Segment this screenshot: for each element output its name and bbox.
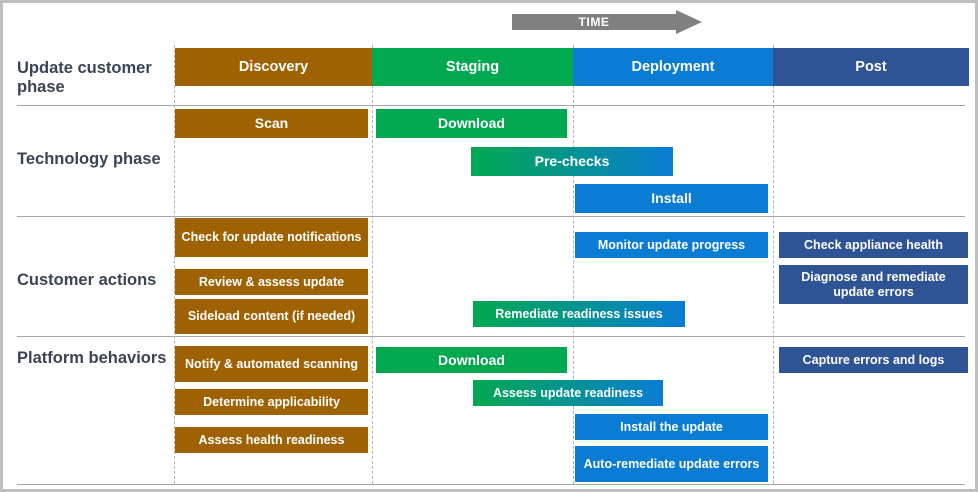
bar-notify-automated-scanning[interactable]: Notify & automated scanning [175, 346, 368, 382]
bar-scan[interactable]: Scan [175, 109, 368, 138]
bar-install[interactable]: Install [575, 184, 768, 213]
phase-header-post[interactable]: Post [773, 48, 969, 86]
row-divider-1 [17, 105, 965, 106]
bar-auto-remediate-update-errors[interactable]: Auto-remediate update errors [575, 446, 768, 482]
bar-review-assess-update[interactable]: Review & assess update [175, 269, 368, 295]
bar-capture-errors-and-logs[interactable]: Capture errors and logs [779, 347, 968, 373]
bar-pre-checks[interactable]: Pre-checks [471, 147, 673, 176]
column-separator-discovery-staging [372, 45, 373, 484]
bar-install-the-update[interactable]: Install the update [575, 414, 768, 440]
bar-monitor-update-progress[interactable]: Monitor update progress [575, 232, 768, 258]
row-divider-2 [17, 216, 965, 217]
time-label: TIME [578, 15, 610, 29]
row-divider-3 [17, 336, 965, 337]
bar-assess-health-readiness[interactable]: Assess health readiness [175, 427, 368, 453]
bar-sideload-content[interactable]: Sideload content (if needed) [175, 299, 368, 334]
column-separator-staging-deployment [573, 45, 574, 484]
phase-header-staging[interactable]: Staging [372, 48, 573, 86]
bar-remediate-readiness-issues[interactable]: Remediate readiness issues [473, 301, 685, 327]
row-label-customer-actions: Customer actions [17, 271, 157, 289]
column-separator-left [174, 45, 175, 484]
row-label-platform-behaviors: Platform behaviors [17, 349, 167, 367]
row-divider-4 [17, 484, 965, 485]
phase-header-discovery[interactable]: Discovery [175, 48, 372, 86]
bar-download[interactable]: Download [376, 109, 567, 138]
row-label-technology-phase: Technology phase [17, 150, 161, 168]
bar-diagnose-and-remediate-update-errors[interactable]: Diagnose and remediate update errors [779, 265, 968, 304]
time-arrow: TIME [512, 10, 702, 34]
bar-check-appliance-health[interactable]: Check appliance health [779, 232, 968, 258]
bar-download-platform[interactable]: Download [376, 347, 567, 373]
column-separator-deployment-post [773, 45, 774, 484]
bar-check-for-update-notifications[interactable]: Check for update notifications [175, 218, 368, 257]
right-arrow-icon [512, 10, 702, 34]
phase-header-deployment[interactable]: Deployment [573, 48, 773, 86]
row-label-update-customer-phase: Update customer phase [17, 59, 152, 97]
bar-assess-update-readiness[interactable]: Assess update readiness [473, 380, 663, 406]
bar-determine-applicability[interactable]: Determine applicability [175, 389, 368, 415]
